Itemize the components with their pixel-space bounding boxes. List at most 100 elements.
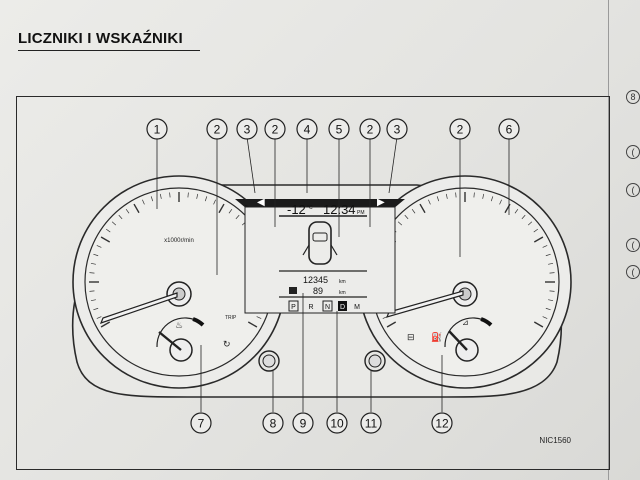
- fuel-door-icon: ⊟: [407, 332, 415, 342]
- callout-number: 2: [367, 123, 374, 137]
- odometer-unit: km: [339, 279, 346, 285]
- dial-tick: [133, 203, 140, 214]
- speedometer: ⛽ ⊿ ⊟: [358, 175, 572, 389]
- callout-circle: [236, 118, 258, 140]
- gear-letter: P: [291, 304, 296, 311]
- callout-circle: [449, 118, 471, 140]
- callout-circle: [359, 118, 381, 140]
- callout-circle: [498, 118, 520, 140]
- dial-tick: [204, 196, 208, 202]
- dial-tick: [428, 199, 431, 205]
- dial-tick: [228, 208, 233, 214]
- dial-tick: [411, 208, 416, 214]
- door-status-car-icon: [302, 221, 338, 265]
- dial-tick: [542, 316, 548, 319]
- dial-tick: [455, 192, 457, 198]
- side-reference-mark: (: [626, 265, 640, 279]
- dial-tick: [419, 203, 426, 214]
- turn-right-indicator-icon: ▶: [377, 197, 385, 208]
- callout-circle: [328, 118, 350, 140]
- callout-number: 9: [300, 417, 307, 431]
- callout-number: 11: [365, 417, 378, 431]
- dial-tick: [256, 316, 262, 319]
- callout-number: 8: [270, 417, 277, 431]
- dial-tick: [521, 214, 526, 220]
- side-reference-mark: (: [626, 183, 640, 197]
- dial-tick: [100, 236, 111, 243]
- coolant-temp-icon: ♨: [175, 320, 183, 330]
- dial-tick: [142, 199, 145, 205]
- dial-tick: [93, 307, 99, 311]
- callout-number: 2: [214, 123, 221, 137]
- dial-tick: [548, 262, 554, 265]
- callout-number: 1: [154, 123, 161, 137]
- turn-left-indicator-icon: ◀: [257, 197, 265, 208]
- callout-circle: [264, 118, 286, 140]
- callout-circle: [190, 412, 212, 434]
- gear-letter-active: D: [340, 304, 345, 311]
- callout-circle: [292, 412, 314, 434]
- dial-tick: [96, 316, 102, 319]
- gear-letter: N: [325, 304, 330, 311]
- callout-number: 5: [336, 123, 343, 137]
- dial-tick: [213, 199, 216, 205]
- callout-number: 2: [457, 123, 464, 137]
- odometer-value: 12345: [303, 275, 328, 285]
- dial-tick: [150, 196, 154, 202]
- dial-tick: [548, 299, 554, 302]
- dial-tick: [196, 193, 199, 199]
- center-display: ◀ ▶ -12 °C 12:34 PM 12345 km 89: [235, 197, 405, 314]
- dial-tick: [404, 214, 409, 220]
- dial-tick: [445, 193, 448, 199]
- dial-tick: [397, 221, 403, 226]
- callout-number: 7: [198, 417, 205, 431]
- instrument-cluster-diagram: x1000r/min ♨ TRIP ↻: [71, 118, 572, 434]
- dial-tick: [89, 272, 95, 274]
- callout-number: 10: [330, 417, 344, 431]
- dial-tick: [473, 192, 475, 198]
- dial-tick: [499, 199, 502, 205]
- page-edge-divider: [608, 0, 609, 480]
- dial-tick: [514, 208, 519, 214]
- dial-tick: [533, 228, 539, 233]
- dial-tick: [90, 262, 96, 265]
- dial-tick: [218, 203, 225, 214]
- tach-unit-label: x1000r/min: [164, 238, 194, 244]
- callout-circle: [431, 412, 453, 434]
- temperature-unit-icon: °C: [307, 205, 313, 211]
- gear-letter: M: [354, 304, 360, 311]
- gear-letter: R: [308, 304, 313, 311]
- dial-tick: [527, 221, 533, 226]
- dial-tick: [111, 221, 117, 226]
- dial-tick: [533, 236, 544, 243]
- trip-unit: km: [339, 290, 346, 296]
- dial-tick: [490, 196, 494, 202]
- side-reference-mark: 8: [626, 90, 640, 104]
- dial-tick: [89, 290, 95, 292]
- title-underline: [18, 50, 200, 51]
- trip-reset-label: TRIP: [225, 315, 237, 321]
- callout-number: 3: [244, 123, 251, 137]
- gear-indicator: P R N D M: [288, 300, 360, 312]
- dial-tick: [169, 192, 171, 198]
- side-reference-mark: (: [626, 238, 640, 252]
- dial-tick: [482, 193, 485, 199]
- dial-tick: [100, 321, 111, 328]
- page-title: LICZNIKI I WSKAŹNIKI: [18, 30, 183, 47]
- dial-tick: [235, 214, 240, 220]
- callout-number: 3: [394, 123, 401, 137]
- dial-tick: [545, 253, 551, 257]
- fuel-marker-icon: ⊿: [462, 318, 469, 327]
- dial-tick: [247, 321, 258, 328]
- dial-tick: [549, 272, 555, 274]
- callout-circle: [262, 412, 284, 434]
- dial-tick: [125, 208, 130, 214]
- callout-circle: [296, 118, 318, 140]
- callout-circle: [206, 118, 228, 140]
- dial-tick: [93, 253, 99, 257]
- callout-number: 4: [304, 123, 311, 137]
- instrument-cluster-figure: x1000r/min ♨ TRIP ↻: [16, 96, 610, 470]
- callout-number: 12: [435, 417, 449, 431]
- outside-temperature: -12: [287, 202, 306, 217]
